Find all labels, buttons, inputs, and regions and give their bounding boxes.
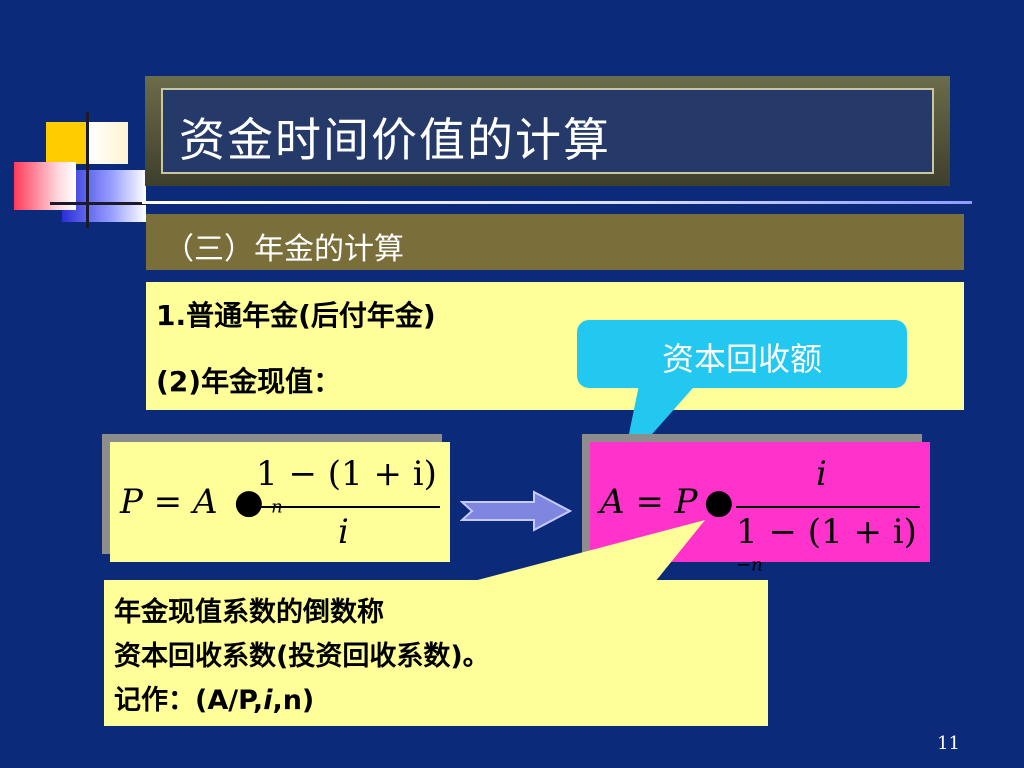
slide-title: 资金时间价值的计算 <box>179 113 611 167</box>
note-line-1: 年金现值系数的倒数称 <box>114 597 384 628</box>
formula-right-lhs: A = P <box>600 482 698 522</box>
note-box: 年金现值系数的倒数称 资本回收系数(投资回收系数)。 记作：(A/P,i,n) <box>104 580 768 726</box>
content-line-1: 1.普通年金(后付年金) <box>156 299 436 332</box>
formula-left-numerator: 1 − (1 + i)−n <box>256 454 437 518</box>
content-box: 1.普通年金(后付年金) (2)年金现值： <box>146 282 964 410</box>
formula-present-value: P = A ● 1 − (1 + i)−n i <box>110 442 450 562</box>
formula-left-fraction-bar <box>256 506 440 508</box>
formula-right-numerator: i <box>816 454 827 494</box>
note-line-2: 资本回收系数(投资回收系数)。 <box>114 641 490 672</box>
decor-square-white <box>88 122 128 164</box>
decor-horizontal-line-dark <box>50 202 150 205</box>
decor-square-yellow <box>46 122 88 164</box>
section-title: （三）年金的计算 <box>164 232 404 267</box>
decor-square-blue <box>62 170 146 222</box>
decor-vertical-line <box>86 112 89 228</box>
note-line-3: 记作：(A/P,i,n) <box>114 685 315 716</box>
formula-right-dot: ● <box>704 482 734 522</box>
right-arrow-icon <box>460 490 572 532</box>
content-line-2: (2)年金现值： <box>156 365 342 398</box>
formula-capital-recovery: A = P ● i 1 − (1 + i)−n <box>590 442 930 576</box>
callout-text: 资本回收额 <box>661 340 822 378</box>
title-underline <box>142 201 972 204</box>
formula-left-lhs: P = A <box>120 482 218 522</box>
title-panel: 资金时间价值的计算 <box>161 88 934 174</box>
formula-left-denominator: i <box>338 512 349 552</box>
page-number: 11 <box>937 733 960 754</box>
title-frame: 资金时间价值的计算 <box>145 76 950 186</box>
formula-right-fraction-bar <box>736 506 920 508</box>
formula-left-dot: ● <box>234 482 264 522</box>
formula-right-denominator: 1 − (1 + i)−n <box>736 512 917 576</box>
callout-bubble: 资本回收额 <box>577 320 907 388</box>
formula-left-box: P = A ● 1 − (1 + i)−n i <box>110 442 450 562</box>
section-header: （三）年金的计算 <box>146 214 964 270</box>
